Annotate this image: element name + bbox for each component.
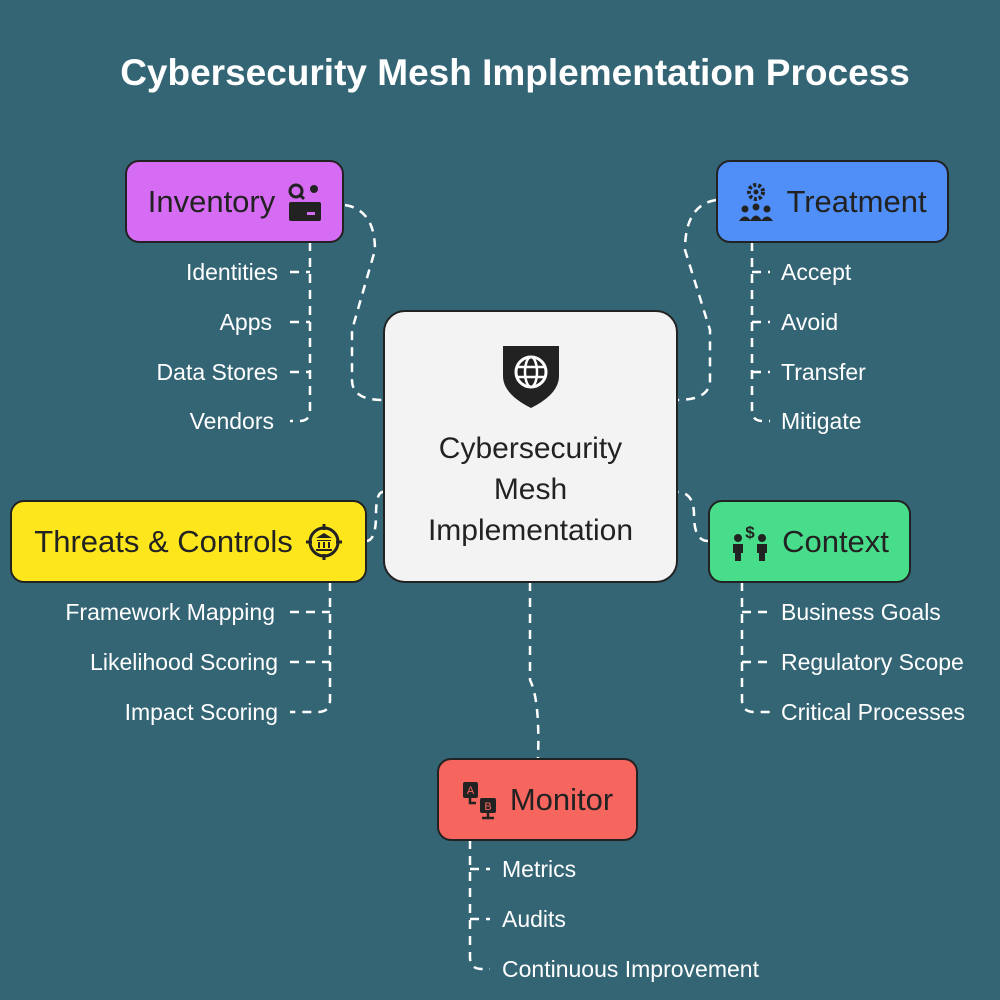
target-bank-icon	[305, 523, 343, 561]
branch-context	[740, 582, 770, 714]
connector-threats	[365, 490, 384, 543]
node-label: Context	[782, 523, 889, 559]
node-label: Monitor	[509, 781, 614, 817]
leaf-threats: Impact Scoring	[124, 699, 278, 725]
branch-threats	[290, 582, 332, 714]
center-line-2: Mesh	[493, 473, 568, 506]
leaf-treatment: Accept	[781, 259, 852, 285]
branch-treatment	[750, 242, 770, 423]
leaf-context: Critical Processes	[781, 699, 966, 725]
center-line-1: Cybersecurity	[438, 432, 623, 465]
people-dollar-icon: $	[730, 522, 770, 562]
branch-monitor	[468, 840, 490, 971]
leaf-inventory: Identities	[185, 259, 278, 285]
node-treatment[interactable]: Treatment	[716, 160, 949, 243]
connector-treatment	[676, 198, 717, 402]
leaf-inventory: Data Stores	[156, 359, 278, 385]
leaf-monitor: Metrics	[502, 856, 577, 882]
page-title: Cybersecurity Mesh Implementation Proces…	[120, 52, 910, 93]
leaf-context: Business Goals	[781, 599, 941, 625]
leaf-monitor: Continuous Improvement	[502, 956, 759, 982]
leaf-threats: Framework Mapping	[65, 599, 275, 625]
leaf-inventory: Apps	[219, 309, 272, 335]
center-line-3: Implementation	[427, 514, 634, 547]
leaf-inventory: Vendors	[189, 408, 274, 434]
svg-text:A: A	[467, 785, 475, 797]
node-context[interactable]: $ Context	[708, 500, 911, 583]
shield-globe-icon	[499, 342, 563, 408]
leaf-treatment: Transfer	[781, 359, 866, 385]
leaf-treatment: Avoid	[781, 309, 839, 335]
gear-people-icon	[738, 182, 774, 222]
search-gear-box-icon	[287, 182, 322, 222]
node-center[interactable]: Cybersecurity Mesh Implementation	[383, 310, 678, 583]
leaf-context: Regulatory Scope	[781, 649, 964, 675]
node-inventory[interactable]: Inventory	[125, 160, 344, 243]
node-threats[interactable]: Threats & Controls	[10, 500, 367, 583]
connector-monitor	[528, 582, 540, 759]
connector-inventory	[344, 203, 384, 402]
node-label: Inventory	[147, 183, 276, 219]
connector-context	[676, 490, 709, 543]
leaf-treatment: Mitigate	[781, 408, 862, 434]
branch-inventory	[290, 242, 312, 423]
leaf-monitor: Audits	[502, 906, 566, 932]
node-label: Treatment	[786, 183, 927, 219]
svg-text:$: $	[745, 523, 755, 542]
node-label: Threats & Controls	[34, 523, 293, 559]
leaf-threats: Likelihood Scoring	[90, 649, 278, 675]
svg-text:B: B	[484, 801, 491, 813]
